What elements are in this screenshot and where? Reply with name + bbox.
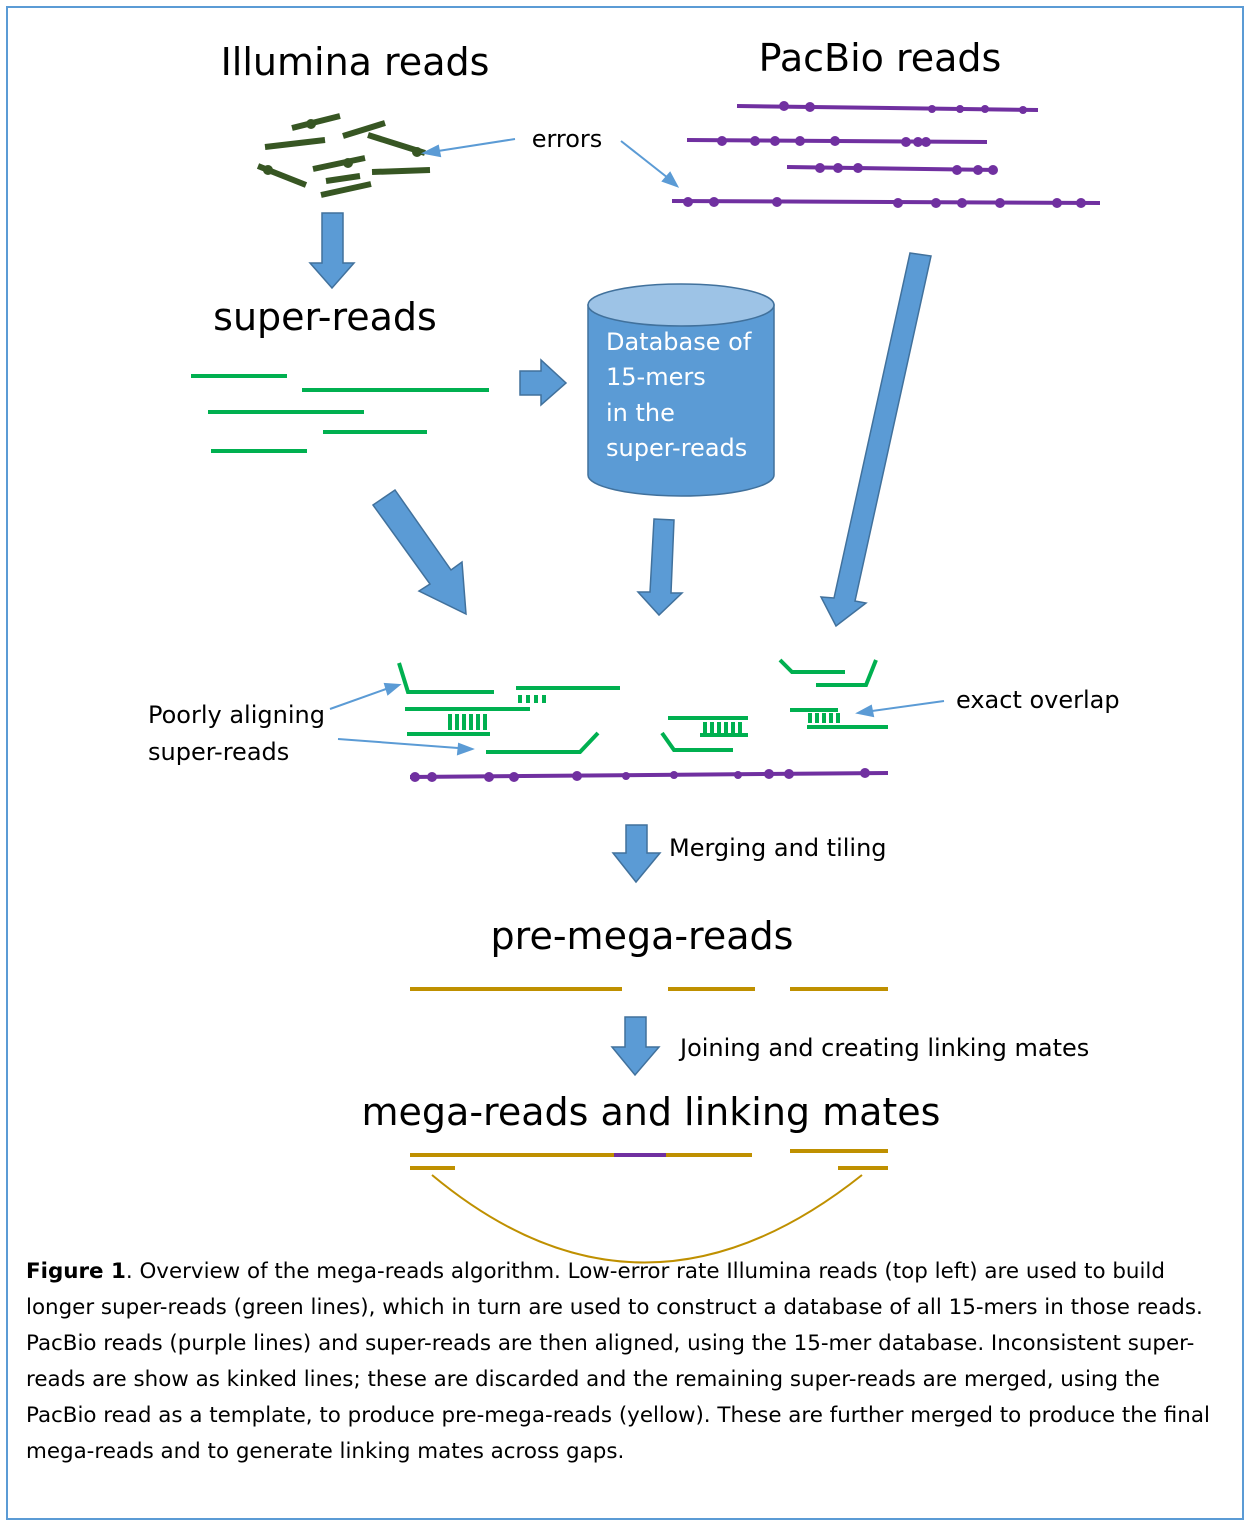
pacbio-read — [671, 199, 1101, 205]
linking-mate-arc — [431, 1174, 863, 1264]
caption-text: . Overview of the mega-reads algorithm. … — [26, 1259, 1210, 1464]
illumina-reads-title: Illumina reads — [221, 40, 490, 84]
figure-border — [6, 6, 1244, 1520]
joining-label: Joining and creating linking mates — [678, 1034, 1089, 1062]
illumina-read — [291, 113, 341, 131]
kinked-super-read — [397, 662, 494, 694]
super-reads-title: super-reads — [213, 295, 437, 339]
kinked-super-read — [660, 731, 733, 752]
illumina-read — [320, 181, 372, 198]
arrow-database-to-alignment — [636, 518, 684, 617]
super-reads-group — [191, 374, 489, 453]
pacbio-reads — [671, 101, 1101, 208]
kinked-super-read — [816, 659, 878, 687]
database-cylinder: Database of 15-mers in the super-reads — [587, 283, 775, 497]
caption-figure-label: Figure 1 — [26, 1259, 126, 1284]
illumina-read — [264, 137, 326, 150]
illumina-read — [342, 120, 386, 139]
arrow-superreads-to-alignment — [371, 488, 467, 616]
arrow-merging — [611, 824, 662, 884]
illumina-read — [371, 167, 431, 175]
exact-overlap-pointer — [855, 700, 945, 718]
pre-mega-reads-title: pre-mega-reads — [491, 914, 794, 958]
arrow-pacbio-to-alignment — [819, 252, 932, 628]
poorly-aligning-label: Poorly aligning super-reads — [148, 701, 333, 766]
aligned-super-reads — [397, 658, 888, 754]
merging-label: Merging and tiling — [669, 834, 887, 862]
figure-caption: Figure 1. Overview of the mega-reads alg… — [26, 1254, 1226, 1470]
poorly-pointers — [329, 682, 475, 756]
kinked-super-read — [778, 658, 845, 674]
arrow-superreads-to-database — [519, 358, 568, 407]
error-dot — [343, 158, 353, 168]
error-dot — [263, 165, 273, 175]
exact-overlap-label: exact overlap — [956, 686, 1120, 714]
errors-pointers — [420, 138, 680, 188]
mega-reads-group — [410, 1149, 888, 1264]
mega-reads-title: mega-reads and linking mates — [362, 1090, 941, 1134]
illumina-read — [312, 155, 366, 172]
pacbio-reads-title: PacBio reads — [759, 36, 1002, 80]
flow-arrows — [308, 212, 932, 1077]
kinked-super-read — [486, 731, 600, 754]
error-dot — [306, 119, 316, 129]
database-label: Database of 15-mers in the super-reads — [606, 328, 759, 462]
error-dot — [412, 147, 422, 157]
arrow-illumina-to-superreads — [308, 212, 356, 290]
errors-label: errors — [532, 125, 603, 153]
arrow-joining — [610, 1016, 661, 1077]
illumina-read — [325, 173, 361, 184]
illumina-reads — [256, 113, 431, 198]
template-pacbio-read — [409, 768, 889, 782]
